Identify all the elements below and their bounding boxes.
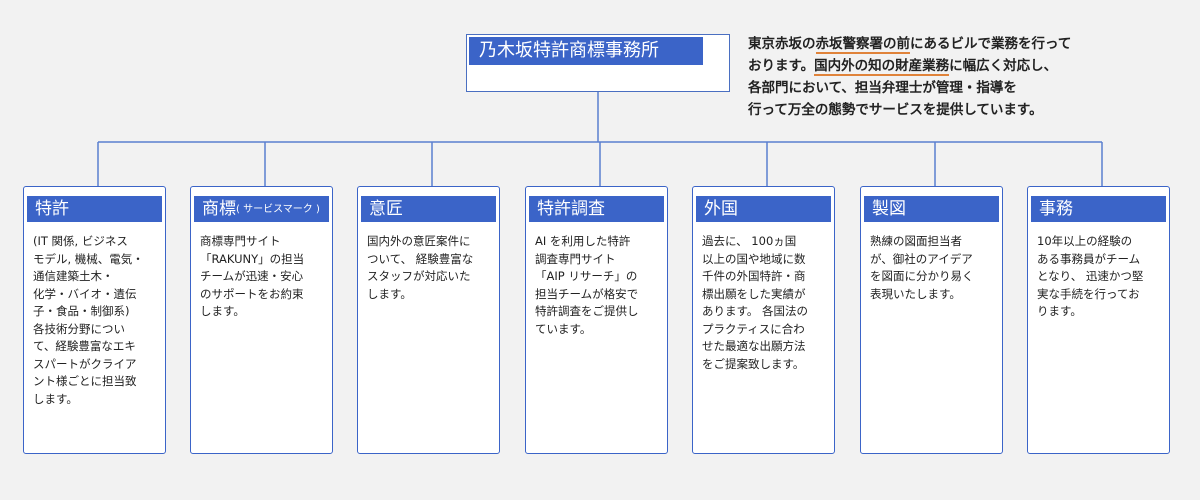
- intro-segment: に幅広く対応し、: [949, 58, 1058, 74]
- dept-body-line: ります。: [1037, 304, 1082, 318]
- dept-body-line: て、経験豊富なエキ: [33, 339, 136, 353]
- intro-line: 行って万全の態勢でサービスを提供しています。: [748, 99, 1188, 121]
- dept-body-line: が、御社のアイデア: [870, 251, 973, 266]
- dept-body: 熟練の図面担当者が、御社のアイデアを図面に分かり易く表現いたします。: [870, 233, 998, 303]
- dept-body-line: 「RAKUNY」の担当: [200, 251, 305, 266]
- dept-body-line: 化学・バイオ・遺伝: [33, 286, 137, 301]
- dept-body-line: します。: [367, 286, 412, 301]
- dept-header: 意匠: [361, 196, 496, 222]
- dept-card-drafting: 製図 熟練の図面担当者が、御社のアイデアを図面に分かり易く表現いたします。: [860, 186, 1003, 454]
- company-name: 乃木坂特許商標事務所: [469, 37, 703, 65]
- dept-body-line: ント様ごとに担当致: [33, 374, 137, 388]
- dept-title: 意匠: [369, 199, 403, 219]
- intro-text: 東京赤坂の赤坂警察署の前にあるビルで業務を行っております。国内外の知の財産業務に…: [748, 33, 1188, 121]
- dept-title: 特許調査: [537, 199, 605, 219]
- dept-body-line: ついて、 経験豊富な: [367, 251, 474, 266]
- dept-body-line: 担当チームが格安で: [535, 286, 639, 301]
- dept-body-line: AI を利用した特許: [535, 234, 631, 248]
- dept-title: 商標: [202, 199, 236, 219]
- intro-segment: 各部門において、担当弁理士が管理・指導を: [748, 80, 1017, 96]
- intro-segment: おります。: [748, 58, 815, 74]
- company-root-box: 乃木坂特許商標事務所: [466, 34, 730, 92]
- dept-header: 製図: [864, 196, 999, 222]
- dept-title: 事務: [1039, 199, 1073, 219]
- dept-card-foreign: 外国 過去に、 100ヵ国以上の国や地域に数千件の外国特許・商標出願をした実績が…: [692, 186, 835, 454]
- dept-body-line: を図面に分かり易く: [870, 269, 974, 283]
- dept-body: 過去に、 100ヵ国以上の国や地域に数千件の外国特許・商標出願をした実績がありま…: [702, 233, 830, 373]
- dept-body-line: (IT 関係, ビジネス: [33, 234, 128, 248]
- dept-title: 特許: [35, 199, 69, 219]
- dept-body: AI を利用した特許調査専門サイト「AIP リサーチ」の担当チームが格安で特許調…: [535, 233, 663, 338]
- dept-body-line: 実な手続を行ってお: [1037, 286, 1140, 301]
- dept-body-line: モデル, 機械、電気・: [33, 251, 144, 266]
- dept-header: 特許: [27, 196, 162, 222]
- dept-body-line: 子・食品・制御系): [33, 304, 130, 318]
- dept-header: 事務: [1031, 196, 1166, 222]
- dept-card-patent-search: 特許調査 AI を利用した特許調査専門サイト「AIP リサーチ」の担当チームが格…: [525, 186, 668, 454]
- dept-body: 10年以上の経験のある事務員がチームとなり、 迅速かつ堅実な手続を行っております…: [1037, 233, 1165, 321]
- dept-body-line: ています。: [535, 321, 592, 336]
- intro-segment: 赤坂警察署の前: [815, 36, 910, 54]
- dept-body-line: 千件の外国特許・商: [702, 269, 806, 283]
- dept-body-line: 10年以上の経験の: [1037, 234, 1133, 248]
- dept-body-line: 国内外の意匠案件に: [367, 234, 471, 248]
- dept-card-admin: 事務 10年以上の経験のある事務員がチームとなり、 迅速かつ堅実な手続を行ってお…: [1027, 186, 1170, 454]
- dept-body-line: します。: [200, 304, 245, 318]
- intro-segment: 国内外の知の財産業務: [814, 58, 950, 76]
- dept-body-line: 特許調査をご提供し: [535, 304, 639, 318]
- dept-card-patent: 特許 (IT 関係, ビジネスモデル, 機械、電気・通信建築土木・化学・バイオ・…: [23, 186, 166, 454]
- intro-segment: にあるビルで業務を行って: [910, 36, 1072, 52]
- intro-segment: 行って万全の態勢でサービスを提供しています。: [748, 102, 1043, 118]
- dept-body-line: プラクティスに合わ: [702, 321, 805, 336]
- dept-body-line: 通信建築土木・: [33, 269, 114, 283]
- dept-card-design: 意匠 国内外の意匠案件について、 経験豊富なスタッフが対応いたします。: [357, 186, 500, 454]
- dept-header: 外国: [696, 196, 831, 222]
- dept-body-line: チームが迅速・安心: [200, 269, 304, 283]
- dept-body-line: 過去に、 100ヵ国: [702, 234, 797, 248]
- dept-body: 国内外の意匠案件について、 経験豊富なスタッフが対応いたします。: [367, 233, 495, 303]
- dept-body-line: スパートがクライア: [33, 356, 137, 371]
- dept-title: 製図: [872, 199, 906, 219]
- dept-body-line: ある事務員がチーム: [1037, 251, 1141, 266]
- dept-header: 商標( サービスマーク ): [194, 196, 329, 222]
- dept-subtitle: ( サービスマーク ): [236, 204, 320, 215]
- dept-body-line: します。: [33, 391, 78, 406]
- intro-line: おります。国内外の知の財産業務に幅広く対応し、: [748, 55, 1188, 77]
- dept-body: 商標専門サイト「RAKUNY」の担当チームが迅速・安心のサポートをお約束します。: [200, 233, 328, 321]
- dept-body-line: 「AIP リサーチ」の: [535, 269, 638, 283]
- dept-body-line: 各技術分野につい: [33, 321, 125, 336]
- dept-header: 特許調査: [529, 196, 664, 222]
- dept-body-line: となり、 迅速かつ堅: [1037, 269, 1144, 283]
- intro-segment: 東京赤坂の: [748, 36, 816, 52]
- dept-body-line: 熟練の図面担当者: [870, 234, 962, 248]
- dept-body-line: スタッフが対応いた: [367, 269, 471, 283]
- dept-body-line: 以上の国や地域に数: [702, 251, 806, 266]
- dept-body-line: あります。 各国法の: [702, 304, 809, 318]
- dept-body-line: せた最適な出願方法: [702, 339, 806, 353]
- dept-body-line: 標出願をした実績が: [702, 286, 806, 301]
- intro-line: 東京赤坂の赤坂警察署の前にあるビルで業務を行って: [748, 33, 1188, 55]
- dept-body-line: 調査専門サイト: [535, 251, 616, 266]
- dept-body: (IT 関係, ビジネスモデル, 機械、電気・通信建築土木・化学・バイオ・遺伝子…: [33, 233, 161, 408]
- dept-title: 外国: [704, 199, 738, 219]
- dept-body-line: 商標専門サイト: [200, 234, 281, 248]
- dept-body-line: 表現いたします。: [870, 286, 961, 301]
- dept-card-trademark: 商標( サービスマーク ) 商標専門サイト「RAKUNY」の担当チームが迅速・安…: [190, 186, 333, 454]
- dept-body-line: のサポートをお約束: [200, 286, 304, 301]
- dept-body-line: をご提案致します。: [702, 356, 805, 371]
- intro-line: 各部門において、担当弁理士が管理・指導を: [748, 77, 1188, 99]
